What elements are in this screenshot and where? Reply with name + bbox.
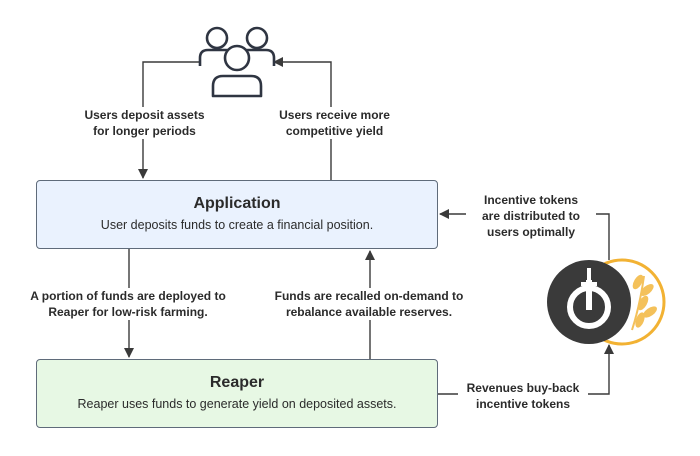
label-incentive-tokens: Incentive tokens are distributed to user… (466, 192, 596, 240)
label-funds-recalled: Funds are recalled on-demand to rebalanc… (266, 288, 472, 320)
label-revenues-buyback: Revenues buy-back incentive tokens (458, 380, 588, 412)
users-group-icon (198, 26, 276, 98)
label-users-deposit: Users deposit assets for longer periods (72, 107, 217, 139)
connector-application-to-users (273, 57, 332, 180)
application-title: Application (193, 195, 281, 212)
label-users-receive: Users receive more competitive yield (262, 107, 407, 139)
application-box: Application User deposits funds to creat… (36, 180, 438, 249)
reaper-box: Reaper Reaper uses funds to generate yie… (36, 359, 438, 428)
reaper-title: Reaper (209, 374, 265, 391)
application-subtitle: User deposits funds to create a financia… (100, 218, 374, 232)
reaper-token-icon (547, 260, 631, 344)
connector-users-to-application (138, 61, 200, 179)
reaper-subtitle: Reaper uses funds to generate yield on d… (77, 397, 397, 411)
label-funds-deployed: A portion of funds are deployed to Reape… (20, 288, 236, 320)
